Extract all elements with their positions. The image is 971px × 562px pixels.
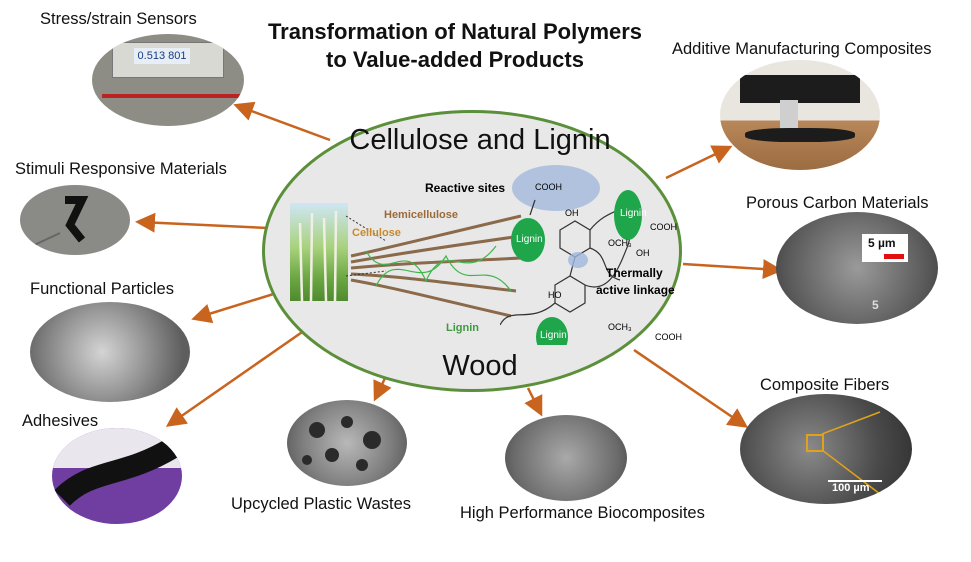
label-upcycled-plastic: Upcycled Plastic Wastes (231, 495, 412, 513)
label-porous-carbon: Porous Carbon Materials (746, 194, 929, 212)
active-linkage-label: active linkage (596, 283, 675, 297)
reactive-sites-highlight (512, 165, 600, 211)
porous-carbon-image: 5 µm 5 (776, 212, 938, 324)
label-composite-fibers: Composite Fibers (760, 376, 890, 394)
fiber-bundle-illustration (346, 214, 522, 318)
upcycled-plastic-image (287, 400, 407, 486)
arrow-to-stress (233, 101, 331, 142)
arrow-to-fibers (633, 348, 749, 428)
lignin-label: Lignin (446, 322, 479, 334)
composite-fibers-image: 100 µm (740, 394, 912, 504)
cellulose-label: Cellulose (352, 227, 401, 239)
label-adhesives: Adhesives (22, 412, 99, 430)
lignin-blob-text-1: Lignin (516, 234, 543, 245)
lignin-blob-1 (511, 218, 545, 262)
multimeter-display: 0.513 801 (134, 48, 190, 64)
linkage-highlight (568, 252, 588, 268)
och3-label-1: OCH₃ (608, 238, 632, 248)
hemicellulose-label: Hemicellulose (384, 209, 458, 221)
stress-sensor-image: 0.513 801 (92, 34, 244, 126)
title-line-1: Transformation of Natural Polymers (267, 19, 643, 44)
cooh-label-2: COOH (650, 222, 677, 232)
oh-label-2: OH (636, 248, 650, 258)
porous-scale-bar (884, 254, 904, 259)
arrow-to-additive (665, 145, 733, 180)
reactive-sites-label: Reactive sites (425, 181, 506, 195)
lignin-blob-text-3: Lignin (540, 330, 567, 341)
arrow-to-upcycled (373, 375, 392, 402)
label-stress-strain-sensors: Stress/strain Sensors (40, 10, 197, 28)
label-stimuli-responsive: Stimuli Responsive Materials (15, 160, 227, 178)
lignin-blob-text-2: Lignin (620, 208, 647, 219)
arrow-to-adhesives (165, 326, 309, 427)
cooh-label-1: COOH (535, 182, 562, 192)
oh-label-1: OH (565, 208, 579, 218)
arrow-to-stimuli (135, 212, 269, 233)
cooh-label-3: COOH (655, 332, 682, 342)
fibers-scale-bar (828, 480, 882, 482)
center-footer: Wood (442, 350, 518, 382)
arrow-to-biocomposites (524, 387, 543, 417)
label-additive-manufacturing: Additive Manufacturing Composites (672, 40, 932, 58)
thermally-label: Thermally (606, 266, 663, 280)
figure-title: Transformation of Natural Polymers to Va… (220, 18, 690, 74)
tree-trunks-icon (298, 210, 338, 302)
lignin-blob-3 (536, 317, 568, 345)
lignin-structure-diagram (500, 190, 642, 345)
additive-manufacturing-image (720, 60, 880, 170)
label-high-performance-biocomposites: High Performance Biocomposites (460, 504, 705, 522)
porous-scale-label-2: 5 (872, 298, 879, 312)
biocomposites-image (505, 415, 627, 501)
label-functional-particles: Functional Particles (30, 280, 174, 298)
arrow-to-porous (682, 259, 783, 280)
functional-particles-image (30, 302, 190, 402)
center-heading: Cellulose and Lignin (349, 124, 611, 156)
trees-photo (290, 203, 348, 302)
title-line-2: to Value-added Products (326, 47, 584, 72)
stimuli-responsive-image (20, 185, 130, 255)
ho-label: HO (548, 290, 562, 300)
arrow-to-functional (191, 290, 281, 324)
porous-scale-label: 5 µm (868, 236, 896, 250)
fibers-scale-label: 100 µm (832, 482, 870, 494)
adhesives-image (52, 428, 182, 524)
och3-label-2: OCH₃ (608, 322, 632, 332)
lignin-blob-2 (614, 190, 642, 240)
